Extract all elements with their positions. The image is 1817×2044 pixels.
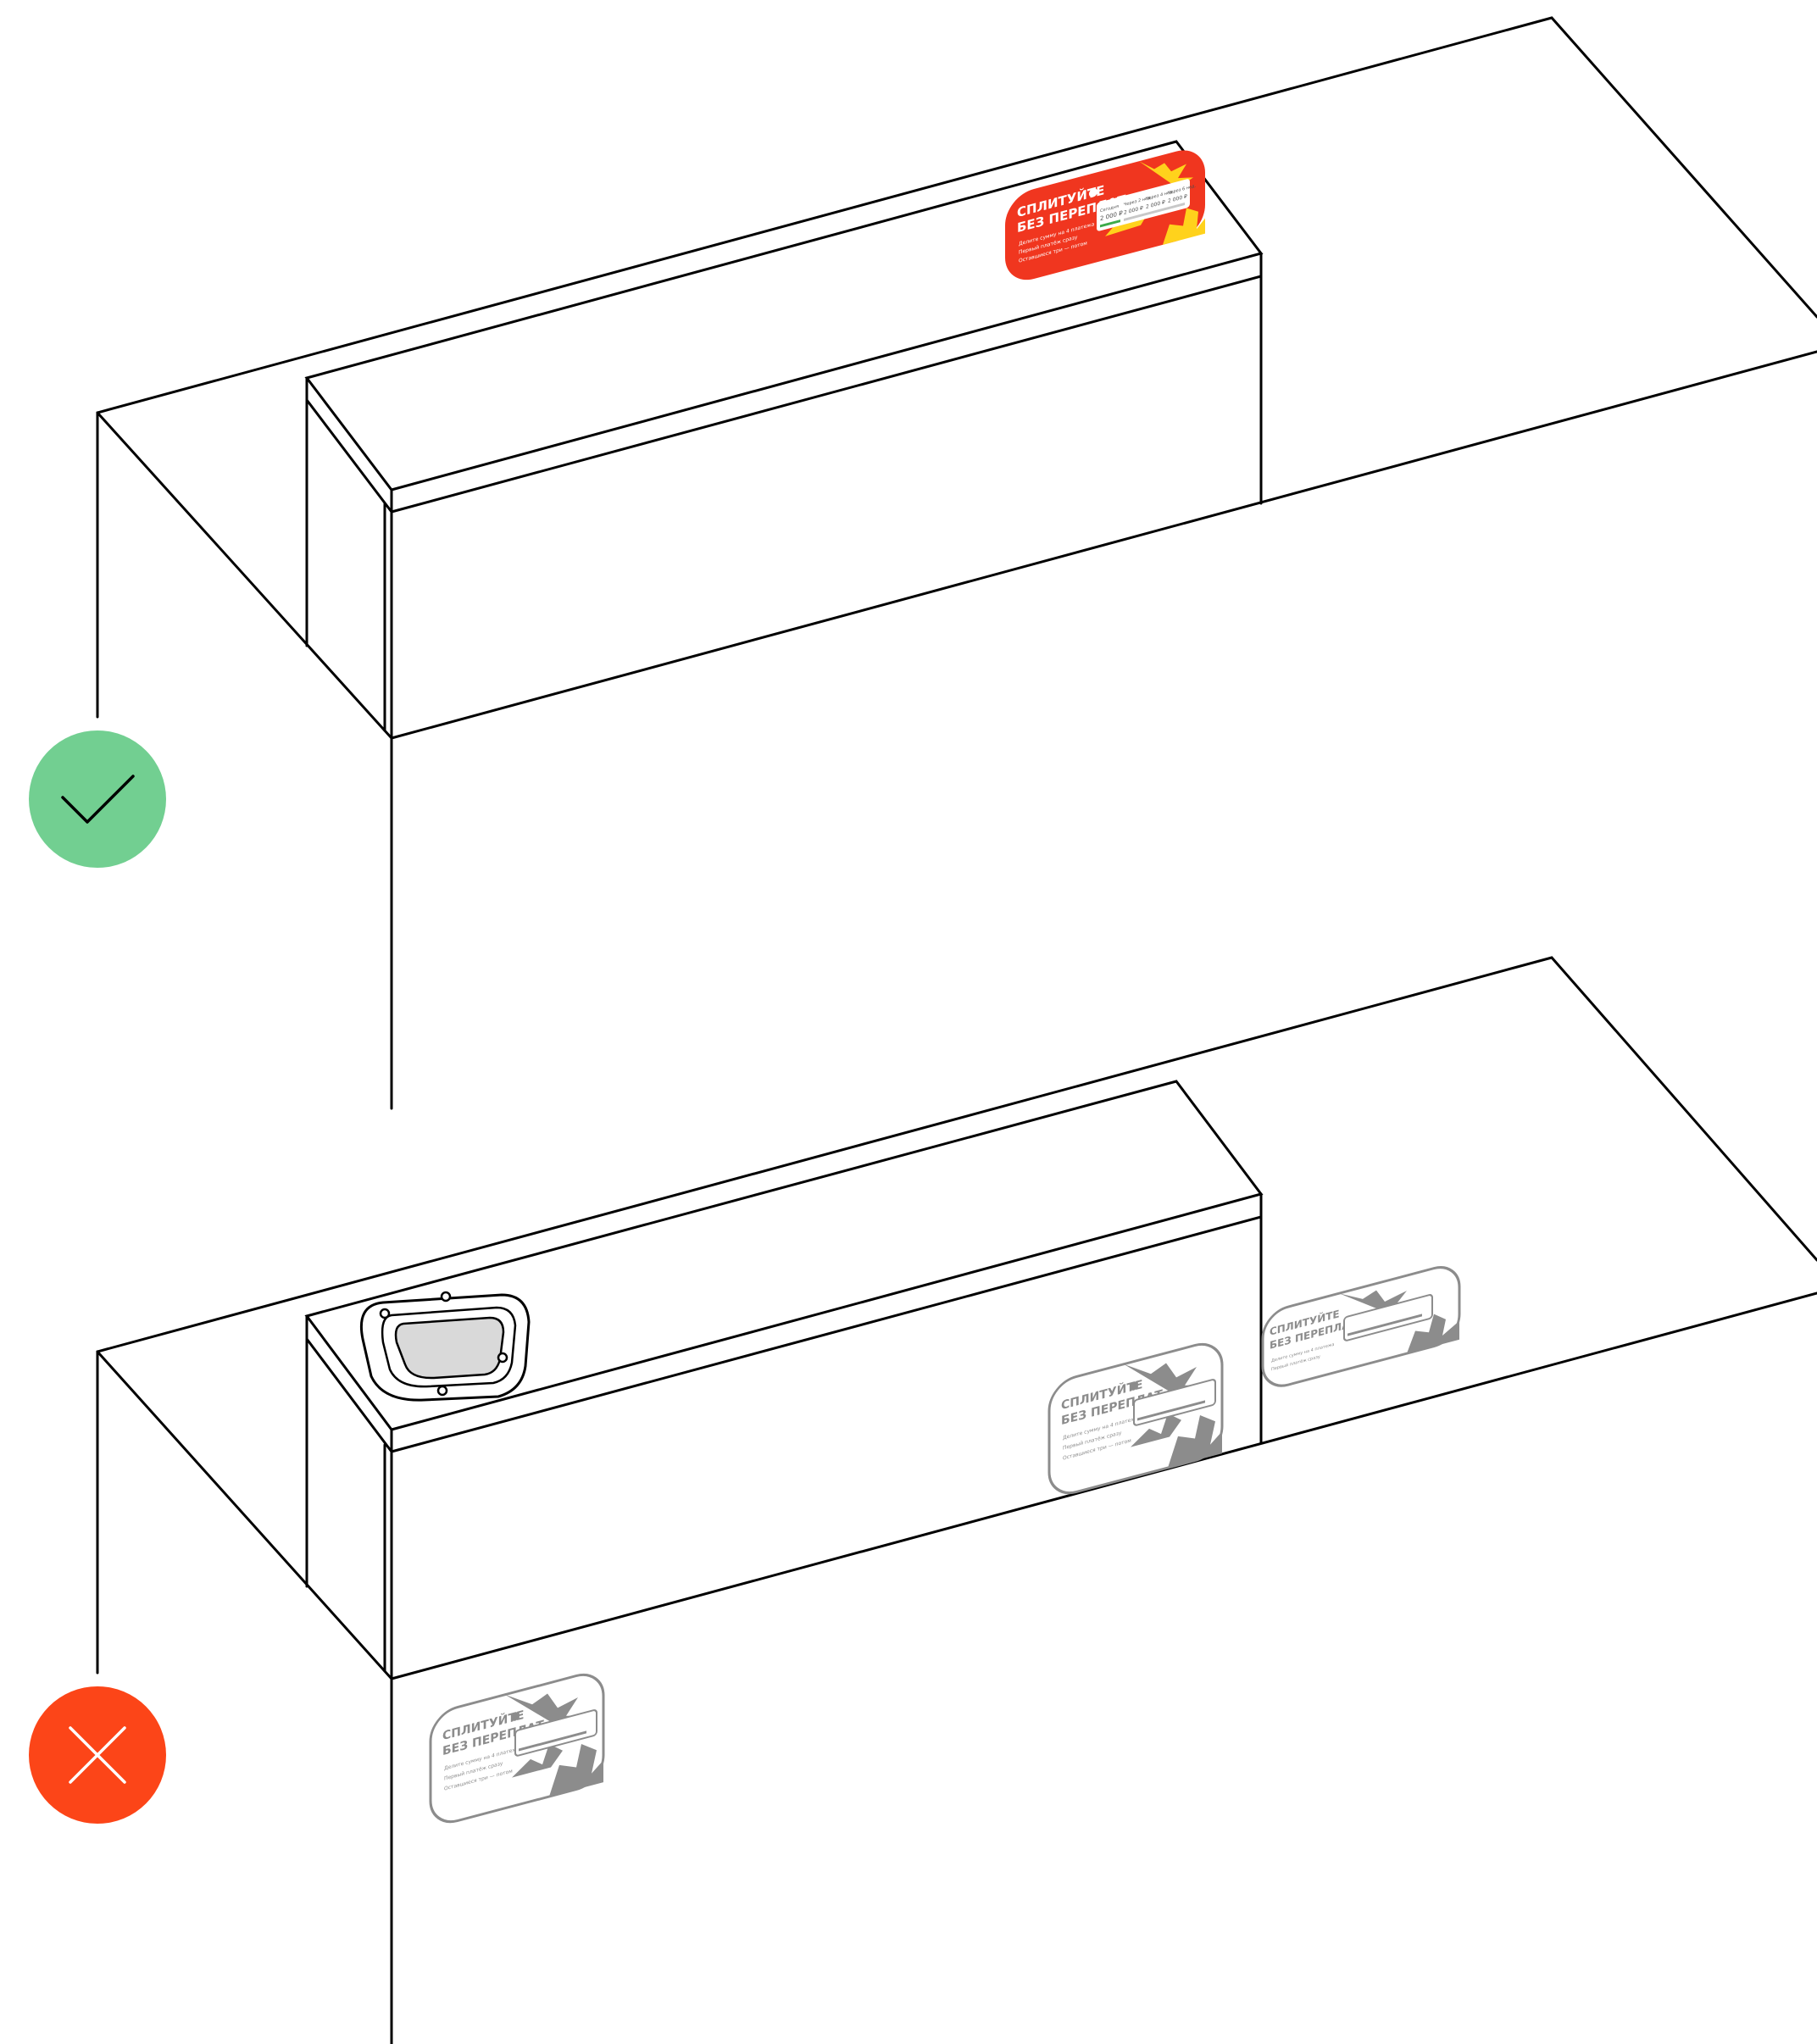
incorrect-badge <box>29 1686 166 1824</box>
sticker-wrong-box-front: СПЛИТУЙТЕ БЕЗ ПЕРЕПЛАТ Делите сумму на 4… <box>1049 1338 1222 1499</box>
incorrect-scene: СПЛИТУЙТЕ БЕЗ ПЕРЕПЛАТ Делите сумму на 4… <box>29 958 1817 2044</box>
correct-badge <box>29 730 166 868</box>
card-reader-pad <box>361 1292 529 1400</box>
correct-scene: СПЛИТУЙТЕ БЕЗ ПЕРЕПЛАТ Делите сумму на 4… <box>29 18 1817 1108</box>
counter-outline-top <box>97 18 1817 1108</box>
sticker-wrong-counter-surface: СПЛИТУЙТЕ БЕЗ ПЕРЕПЛАТ Делите сумму на 4… <box>1263 1262 1459 1391</box>
sticker-wrong-counter-front: СПЛИТУЙТЕ БЕЗ ПЕРЕПЛАТ Делите сумму на 4… <box>431 1669 603 1828</box>
counter-outline-bottom <box>97 958 1817 2044</box>
